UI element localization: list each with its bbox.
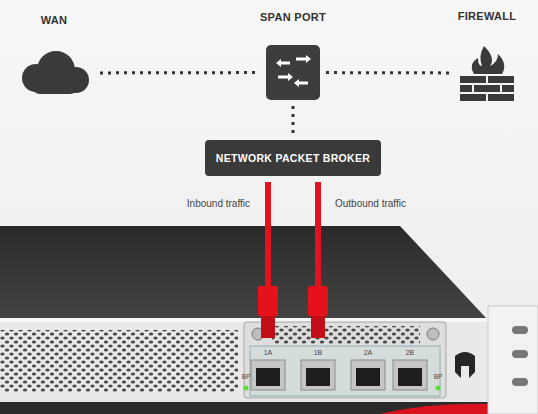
port-label: 1B (314, 349, 323, 356)
dotted-connector (326, 72, 450, 73)
port-label: 2A (364, 349, 373, 356)
led-label: BP (242, 373, 251, 380)
flow-label: Inbound traffic (187, 198, 250, 209)
node-heading: SPAN PORT (206, 11, 380, 23)
switch-icon: SPAN PORT (266, 45, 320, 100)
port-label: 2B (406, 349, 415, 356)
process-box: NETWORK PACKET BROKER (205, 140, 381, 176)
led-label: BP (434, 373, 443, 380)
node-heading: WAN (0, 14, 154, 26)
dotted-connector (293, 106, 294, 134)
port-label: 1A (264, 349, 273, 356)
dotted-connector (100, 72, 260, 73)
flow-label: Outbound traffic (335, 198, 406, 209)
node-heading: FIREWALL (396, 10, 538, 22)
firewall-icon: FIREWALL (456, 44, 518, 102)
cloud-icon: WAN (14, 48, 94, 98)
box-label: NETWORK PACKET BROKER (216, 152, 370, 164)
